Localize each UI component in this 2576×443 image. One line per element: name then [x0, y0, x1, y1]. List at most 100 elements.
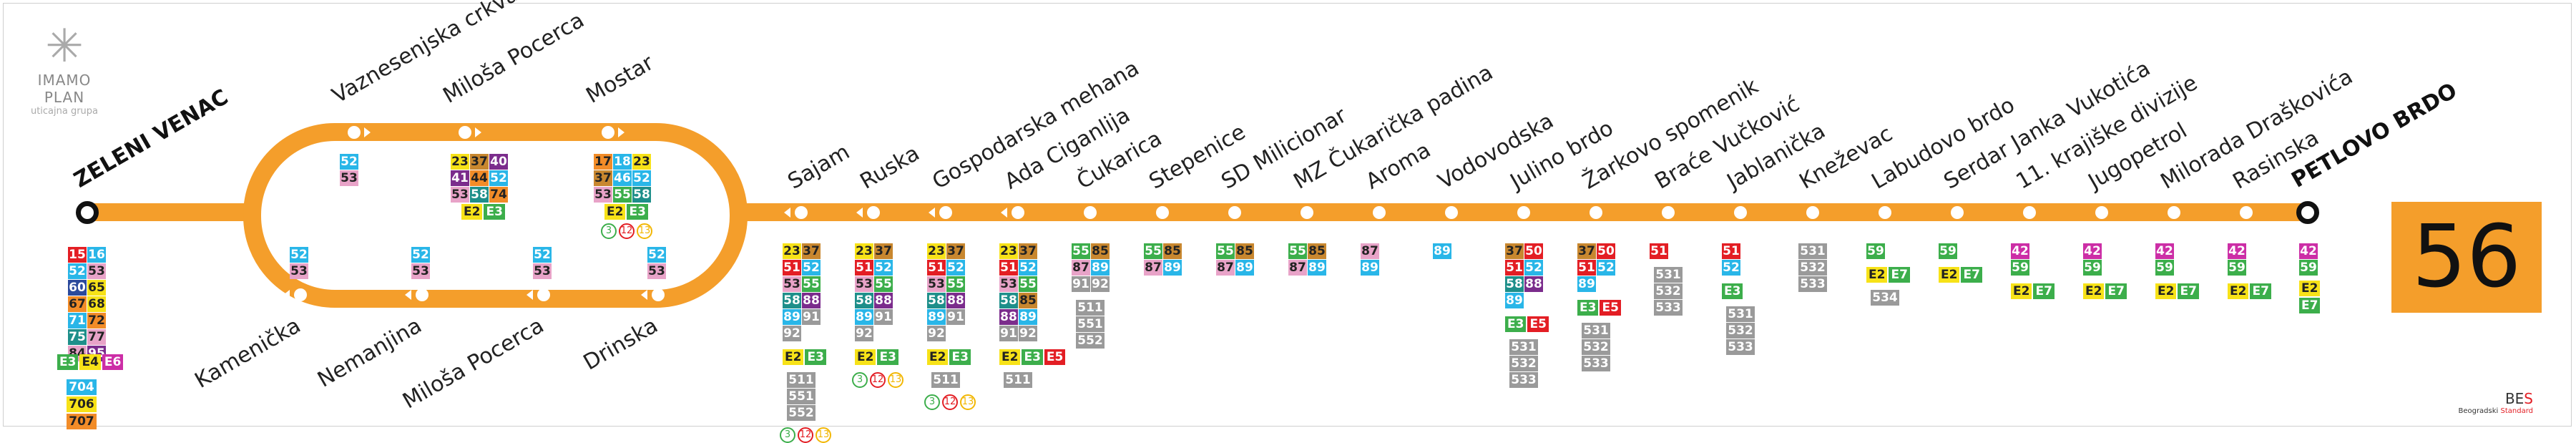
direction-arrow [1001, 208, 1007, 218]
line-badge: 37 [802, 243, 821, 259]
line-badge: 58 [632, 187, 651, 203]
express-badge: E3 [627, 204, 648, 220]
line-badge: 51 [855, 260, 873, 276]
suburban-badge: 531 [1509, 339, 1538, 355]
line-badge: 23 [999, 243, 1018, 259]
line-badge: 89 [783, 309, 801, 325]
stop-marker-4 [1084, 206, 1097, 219]
express-badge: E7 [2178, 283, 2199, 299]
line-badge: 89 [1433, 243, 1451, 259]
express-badge: E2 [2228, 283, 2249, 299]
line-badge: 60 [68, 280, 87, 296]
express-badge: E6 [102, 354, 124, 370]
line-badge: 51 [1650, 243, 1668, 259]
end-express-b: E7 [2299, 298, 2321, 313]
tram-badge: 3 [852, 372, 868, 388]
bes-subtitle-accent: Standard [2500, 407, 2534, 415]
stop-marker-1 [867, 206, 880, 219]
line-badge: 53 [340, 170, 358, 186]
line-badge: 18 [613, 154, 632, 170]
direction-arrow [929, 208, 935, 218]
suburban-badge: 511 [1004, 372, 1032, 388]
line-badge: 89 [1163, 260, 1182, 276]
line-badge: 91 [999, 326, 1018, 341]
line-badge: 72 [87, 313, 106, 328]
line-badge: 51 [1505, 260, 1524, 276]
stop-suburban-3: 511 [1004, 372, 1032, 388]
line-badge: 42 [2011, 243, 2029, 259]
line-badge: 52 [647, 247, 666, 263]
line-badge: 55 [874, 276, 893, 292]
line-badge: 37 [1505, 243, 1524, 259]
bes-title: BES [2458, 390, 2533, 407]
line-badge: 51 [999, 260, 1018, 276]
stop-marker-8 [1373, 206, 1386, 219]
stop-marker-18 [2095, 206, 2108, 219]
line-badge: 58 [1505, 276, 1524, 292]
suburban-badge: 552 [1076, 333, 1105, 349]
line-badge: 87 [1144, 260, 1162, 276]
line-badge: 52 [874, 260, 893, 276]
suburban-badge: 533 [1726, 339, 1755, 355]
line-badge: 53 [999, 276, 1018, 292]
lower-stop-2 [537, 288, 550, 301]
suburban-badge: 552 [787, 405, 816, 421]
line-badge: 67 [68, 296, 87, 312]
line-badge: 87 [1361, 243, 1379, 259]
line-badge: 53 [533, 263, 552, 279]
line-badge: 55 [946, 276, 965, 292]
express-badge: E7 [1889, 267, 1910, 283]
tram-badge: 12 [870, 372, 886, 388]
line-badge: 37 [946, 243, 965, 259]
line-badge: 89 [1361, 260, 1379, 276]
line-badge: 59 [2228, 260, 2246, 276]
suburban-badge: 531 [1582, 323, 1610, 339]
express-badge: E3 [1022, 349, 1043, 365]
line-badge: 88 [999, 309, 1018, 325]
line-badge: 16 [87, 247, 106, 263]
stop-marker-3 [1012, 206, 1024, 219]
line-badge: 52 [411, 247, 430, 263]
express-badge: E3 [484, 204, 505, 220]
suburban-badge: 551 [1076, 316, 1105, 332]
line-badge: 15 [68, 247, 87, 263]
direction-arrow [405, 290, 411, 300]
express-badge: E2 [783, 349, 804, 365]
line-badge: 46 [613, 170, 632, 186]
direction-arrow [856, 208, 863, 218]
line-badge: 85 [1235, 243, 1254, 259]
line-badge: 37 [874, 243, 893, 259]
line-badge: 52 [1597, 260, 1615, 276]
line-badge: 23 [855, 243, 873, 259]
logo-title: IMAMO PLAN [37, 72, 92, 106]
tram-badge: 12 [798, 427, 813, 443]
line-badge: 58 [470, 187, 489, 203]
line-badge: 53 [290, 263, 308, 279]
line-badge: 92 [1091, 276, 1110, 292]
stop-marker-7 [1301, 206, 1313, 219]
express-badge: E7 [2299, 298, 2321, 313]
stop-suburban-2: 511 [931, 372, 960, 388]
suburban-badge: 531 [1798, 243, 1827, 259]
upper-stop-0 [348, 126, 361, 139]
tram-badge: 12 [619, 223, 635, 239]
express-badge: E2 [855, 349, 876, 365]
lower-stop-0 [294, 288, 307, 301]
